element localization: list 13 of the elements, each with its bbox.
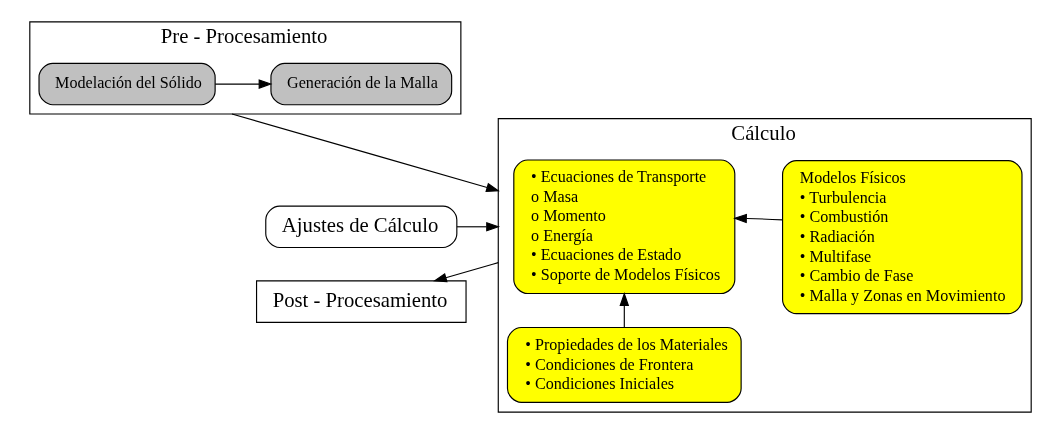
node-box: Generación de la Malla <box>269 62 452 106</box>
node-box: Modelos Físicos • Turbulencia • Combustión • Radiación • Multifase • Cambio de Fase • Malla y Zonas en Movimiento <box>781 160 1023 315</box>
arrow <box>214 79 272 89</box>
node-box: • Ecuaciones de Transporte o Masa o Momento o Energía • Ecuaciones de Estado • Soporte de Modelos Físicos <box>512 159 735 295</box>
node-box: Modelación del Sólido <box>37 62 216 106</box>
node-box: Ajustes de Cálculo <box>264 205 457 249</box>
arrow <box>732 213 783 224</box>
arrow <box>618 292 629 328</box>
arrow <box>432 262 499 283</box>
arrow <box>455 221 500 232</box>
node-box: Post - Procesamiento <box>255 280 467 323</box>
node-box: • Propiedades de los Materiales • Condiciones de Frontera • Condiciones Iniciales <box>506 326 742 403</box>
arrow <box>230 113 500 193</box>
